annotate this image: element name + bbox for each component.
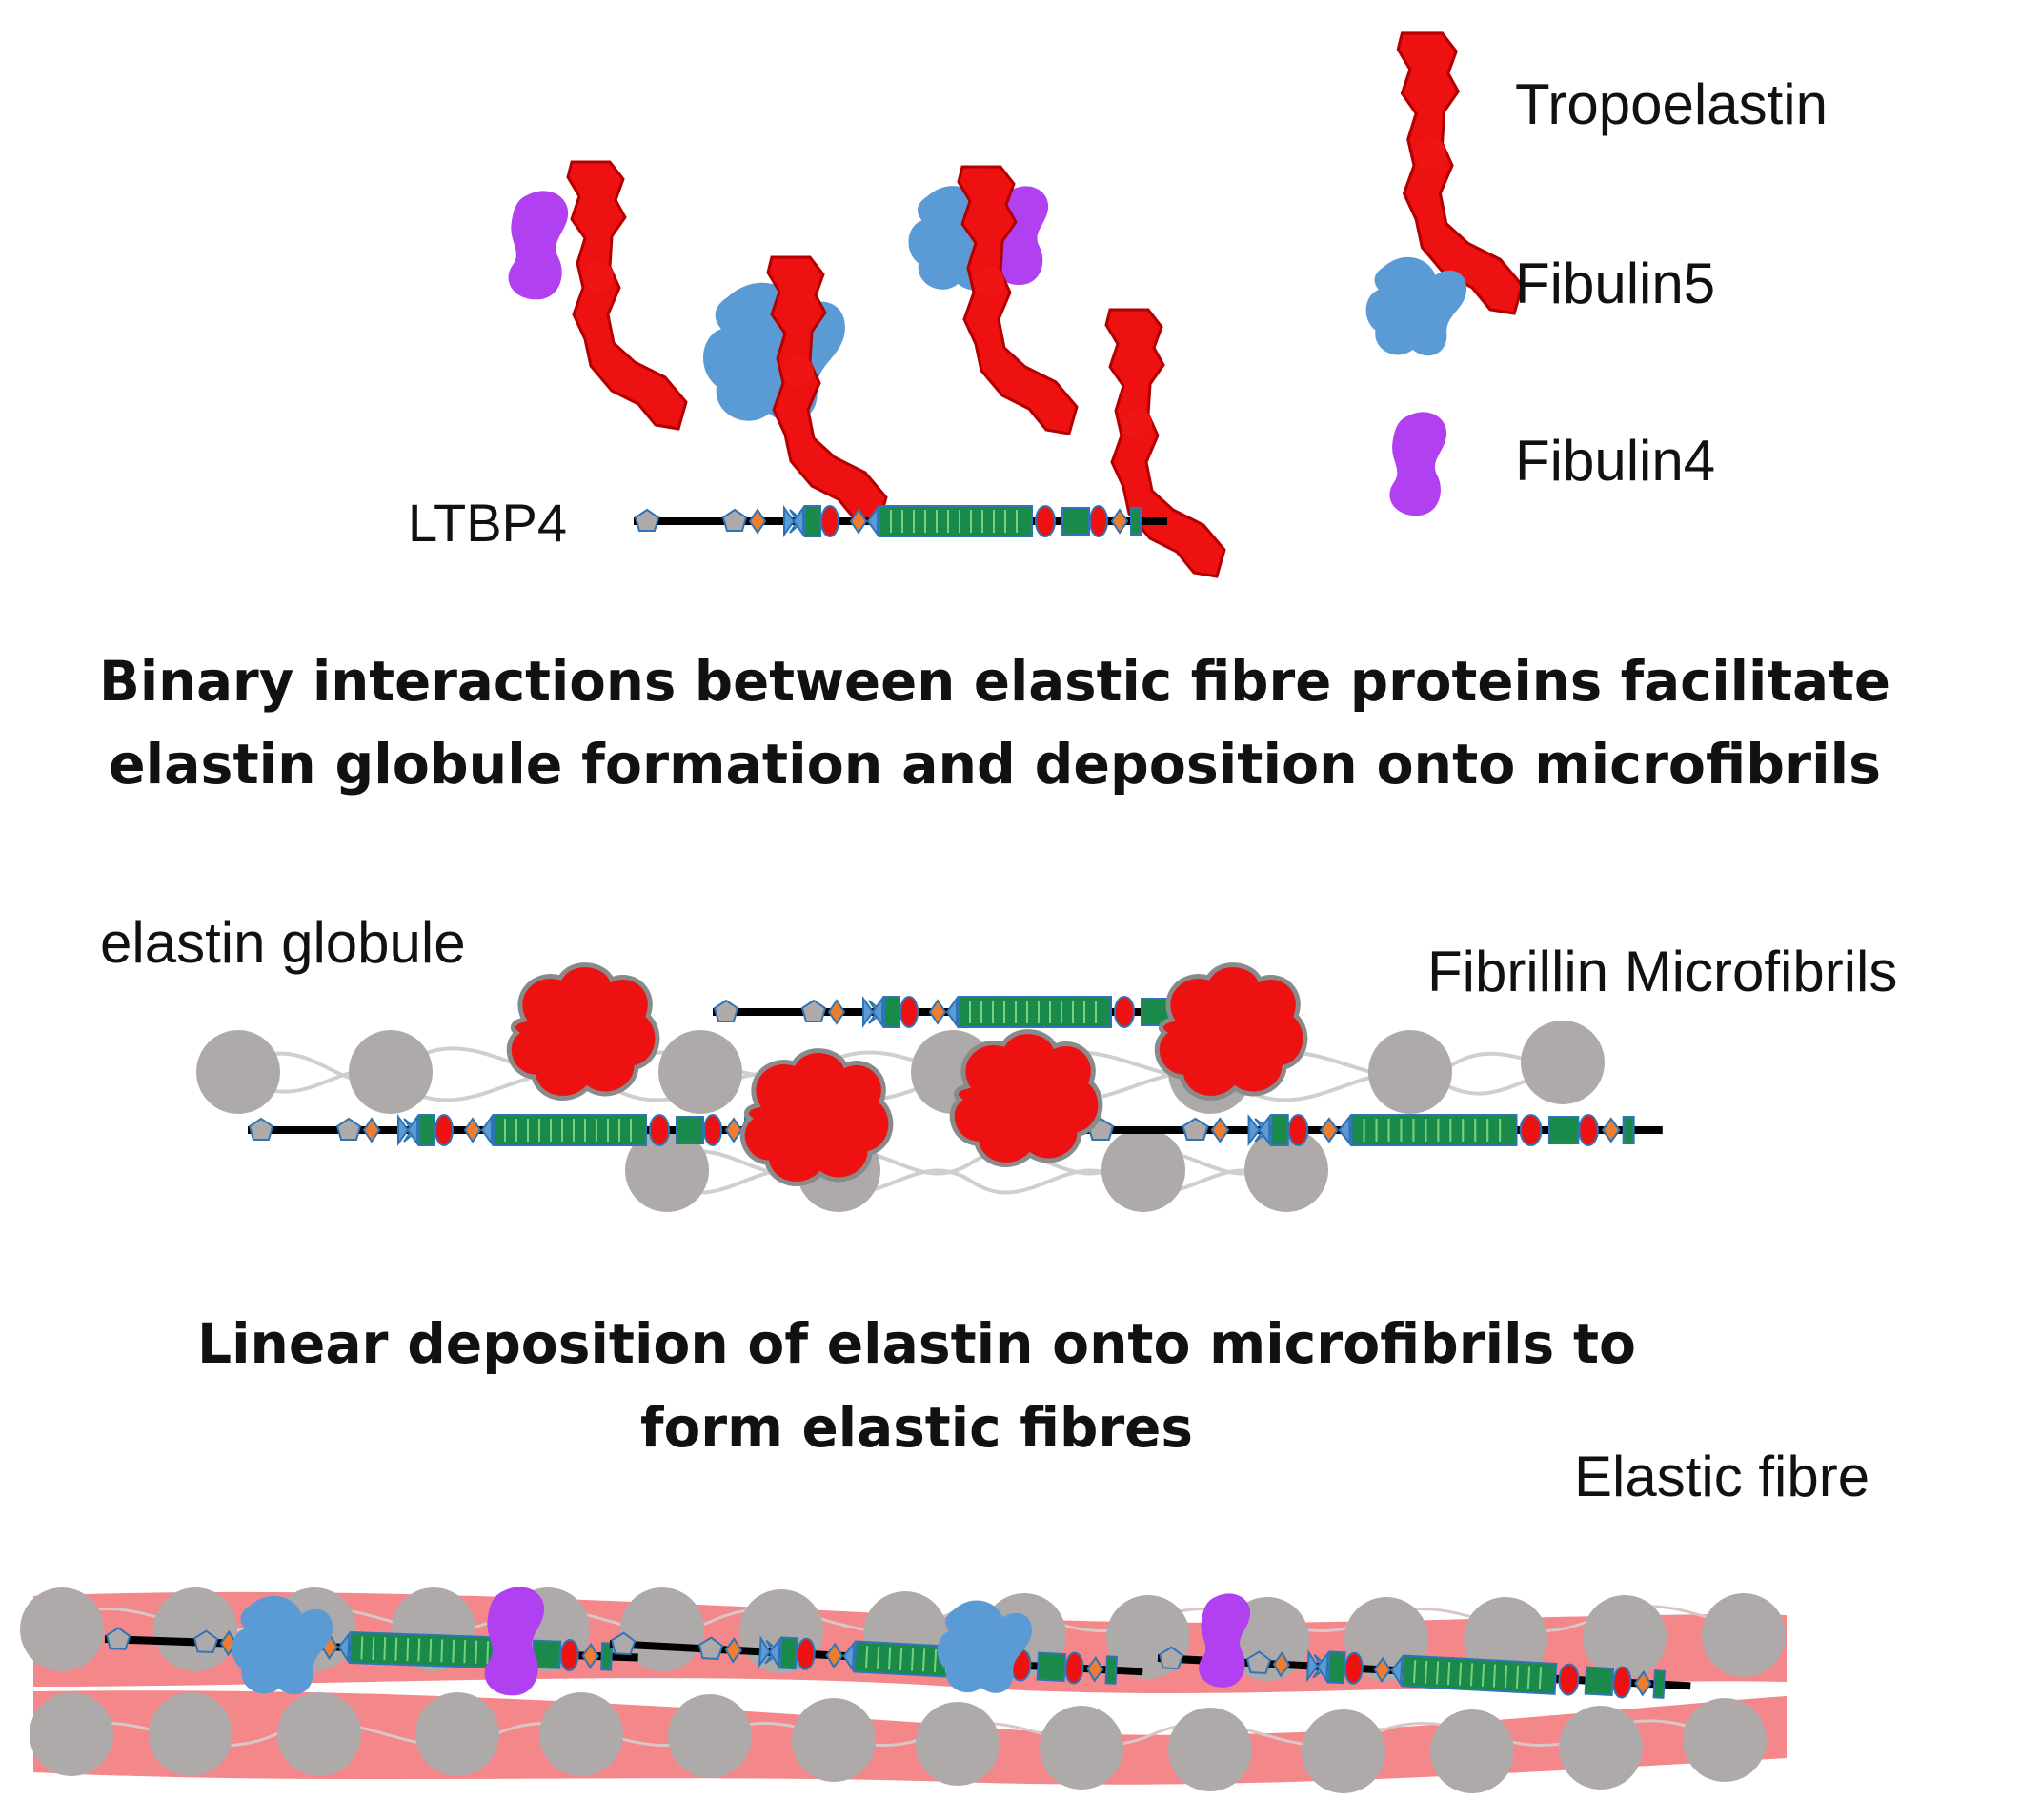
elastic-fibre <box>20 1587 1787 1793</box>
binary-heading-line2: elastin globule formation and deposition… <box>109 732 1881 797</box>
elastin-globule <box>509 965 657 1099</box>
elastic-fibre-label: Elastic fibre <box>1574 1445 1869 1508</box>
linear-heading-line1: Linear deposition of elastin onto microf… <box>197 1311 1636 1376</box>
tropoelastin-molecule <box>766 255 888 526</box>
microfibril-bead-row <box>196 1021 1605 1114</box>
tropoelastin-molecule <box>1104 308 1226 578</box>
legend-fibulin4-label: Fibulin4 <box>1515 429 1715 493</box>
legend-fibulin5-label: Fibulin5 <box>1515 252 1715 315</box>
linear-heading-line2: form elastic fibres <box>640 1395 1193 1460</box>
tropoelastin-molecule <box>566 160 688 431</box>
binary-heading-line1: Binary interactions between elastic fibr… <box>99 649 1890 714</box>
fibulin4-legend-icon <box>1389 412 1447 516</box>
ltbp4-protein <box>634 506 1167 536</box>
ltbp4-protein <box>248 1115 781 1145</box>
ltbp4-label: LTBP4 <box>408 493 567 553</box>
elastin-globule <box>1157 965 1305 1099</box>
fibrillin-microfibrils-label: Fibrillin Microfibrils <box>1427 940 1897 1003</box>
fibulin4-molecule <box>508 191 569 300</box>
fibrillin-microfibril-assembly <box>196 965 1663 1212</box>
legend: Tropoelastin Fibulin5 Fibulin4 <box>1365 31 1828 516</box>
fibulin5-legend-icon <box>1365 256 1467 356</box>
elastin-globule-label: elastin globule <box>100 911 466 975</box>
elastin-globule <box>952 1032 1101 1165</box>
elastin-globule <box>742 1051 891 1184</box>
legend-tropoelastin-label: Tropoelastin <box>1515 72 1828 136</box>
